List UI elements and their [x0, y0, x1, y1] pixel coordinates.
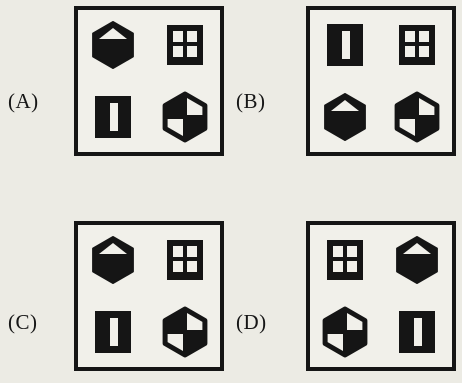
- option-a-panel[interactable]: [74, 6, 224, 156]
- option-d-drawing: [310, 225, 452, 367]
- option-a-drawing: [78, 10, 220, 152]
- option-c-drawing: [78, 225, 220, 367]
- grid-window-icon: [327, 240, 363, 280]
- bar-rect-icon: [95, 311, 131, 353]
- hex-top-light-icon: [93, 237, 133, 283]
- hex-quad-icon: [165, 94, 205, 140]
- grid-window-icon: [167, 240, 203, 280]
- hex-quad-icon: [325, 309, 365, 355]
- grid-window-icon: [399, 25, 435, 65]
- option-d-panel[interactable]: [306, 221, 456, 371]
- option-b-drawing: [310, 10, 452, 152]
- hex-quad-icon: [165, 309, 205, 355]
- hex-top-light-icon: [93, 22, 133, 68]
- grid-window-icon: [167, 25, 203, 65]
- option-b-panel[interactable]: [306, 6, 456, 156]
- option-b-label: (B): [236, 91, 266, 112]
- bar-rect-icon: [327, 24, 363, 66]
- bar-rect-icon: [95, 96, 131, 138]
- hex-top-light-icon: [397, 237, 437, 283]
- hex-top-light-icon: [325, 94, 365, 140]
- option-a-label: (A): [8, 91, 39, 112]
- option-c-panel[interactable]: [74, 221, 224, 371]
- bar-rect-icon: [399, 311, 435, 353]
- option-d-label: (D): [236, 312, 267, 333]
- hex-quad-icon: [397, 94, 437, 140]
- option-c-label: (C): [8, 312, 38, 333]
